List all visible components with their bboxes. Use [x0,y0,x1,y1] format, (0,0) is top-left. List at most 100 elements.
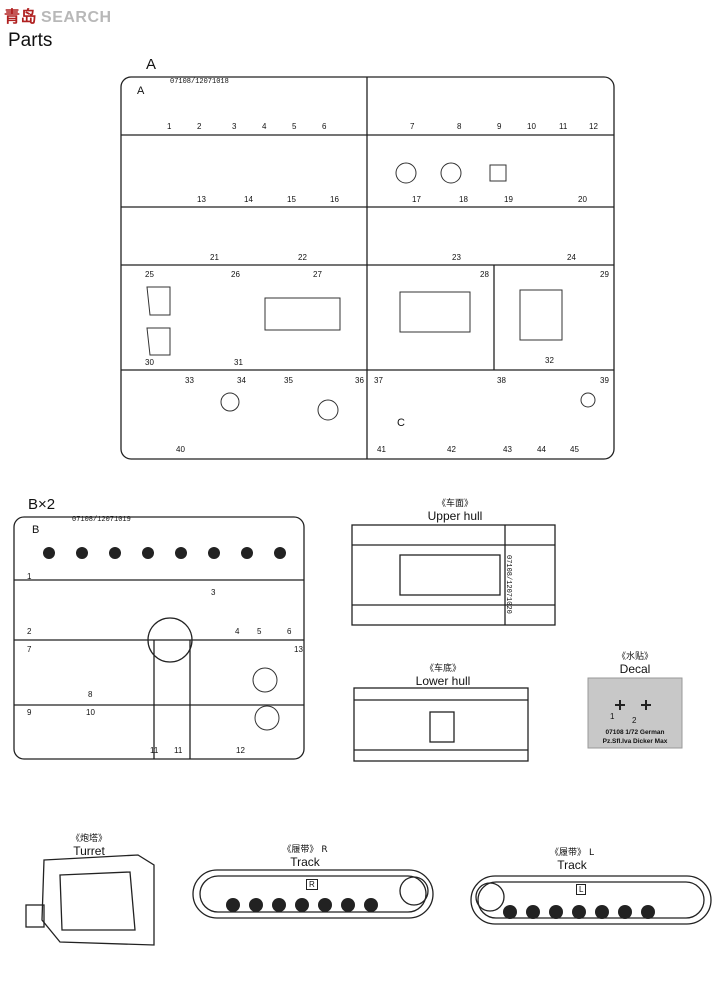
part-num: 29 [600,270,609,279]
part-num: 41 [377,445,386,454]
turret-outline [41,854,155,946]
track-r-cn-text: 《履带》 [282,845,319,855]
track-l-cn-text: 《履带》 [550,848,587,858]
track-l-en: Track [557,858,587,872]
watermark-en: SEARCH [41,9,112,26]
decal-line-2: Pz.Sfl.Iva Dicker Max [602,738,668,745]
part-num: 5 [257,627,262,636]
part-num: 19 [504,195,513,204]
part-num: 3 [232,122,237,131]
decal-caption: 07108 1/72 German Pz.Sfl.Iva Dicker Max [588,728,682,746]
decal-num: 1 [610,712,615,721]
track-l-label: 《履带》 L Track [527,845,617,872]
part-num: 10 [527,122,536,131]
sprue-a-tag: A [137,85,145,97]
part-num: 15 [287,195,296,204]
part-num: 6 [287,627,292,636]
track-r-cn: 《履带》 R [260,842,350,855]
part-num: 1 [167,122,172,131]
upper-hull-outline [351,524,556,626]
part-num: 1 [27,572,32,581]
part-num: 36 [355,376,364,385]
part-num: 37 [374,376,383,385]
part-num: 28 [480,270,489,279]
part-num: 39 [600,376,609,385]
part-num: 34 [237,376,246,385]
sprue-b-frame [13,516,305,760]
part-num: 40 [176,445,185,454]
sprue-b-tag: B [32,524,40,536]
sprue-a-letter: A [146,56,157,73]
part-num: 2 [27,627,32,636]
upper-hull-cn: 《车面》 [436,499,473,509]
lower-hull-cn: 《车底》 [424,664,461,674]
part-num: 20 [578,195,587,204]
part-num: 6 [322,122,327,131]
track-l-cn: 《履带》 L [527,845,617,858]
part-num: 13 [197,195,206,204]
part-num: 27 [313,270,322,279]
part-num: 42 [447,445,456,454]
part-num: 45 [570,445,579,454]
upper-hull-label: 《车面》 Upper hull [400,496,510,523]
part-num: 44 [537,445,546,454]
upper-hull-en: Upper hull [427,509,483,523]
part-num: 35 [284,376,293,385]
part-num: 5 [292,122,297,131]
page-title: Parts [8,30,53,51]
part-num: 33 [185,376,194,385]
turret-en: Turret [73,844,105,858]
part-num: 9 [497,122,502,131]
decal-line-1: 07108 1/72 German [605,729,665,736]
track-l-mark: L [576,884,587,895]
watermark-cn: 青岛 [4,7,38,26]
part-num: 24 [567,253,576,262]
decal-en: Decal [619,662,651,676]
track-l-suffix: L [588,848,594,858]
part-num: 12 [236,746,245,755]
turret-cn: 《炮塔》 [70,834,107,844]
part-num: 38 [497,376,506,385]
part-num: 30 [145,358,154,367]
track-r-outline [192,869,434,919]
decal-cn: 《水贴》 [616,652,653,662]
part-num: 22 [298,253,307,262]
track-r-label: 《履带》 R Track [260,842,350,869]
part-num: 11 [559,122,568,131]
sprue-a-sub-letter: C [397,417,405,429]
part-num: 8 [457,122,462,131]
track-r-mark: R [306,879,318,890]
decal-sheet [587,677,683,749]
lower-hull-en: Lower hull [415,674,471,688]
upper-hull-code: 07108/12071020 [504,555,512,614]
sprue-a-code: 07108/12071018 [170,78,229,86]
part-num: 23 [452,253,461,262]
track-l-outline [470,875,712,925]
part-num: 7 [27,645,32,654]
decal-label: 《水贴》 Decal [582,649,688,676]
part-num: 16 [330,195,339,204]
part-num: 3 [211,588,216,597]
part-num: 8 [88,690,93,699]
lower-hull-label: 《车底》 Lower hull [388,661,498,688]
decal-num: 2 [632,716,637,725]
part-num: 2 [197,122,202,131]
part-num: 17 [412,195,421,204]
part-num: 21 [210,253,219,262]
part-num: 10 [86,708,95,717]
part-num: 9 [27,708,32,717]
track-r-en: Track [290,855,320,869]
lower-hull-outline [353,687,529,762]
part-num: 18 [459,195,468,204]
part-num: 7 [410,122,415,131]
part-num: 11 [174,746,183,755]
sprue-b-letter: B×2 [28,496,56,513]
part-num: 4 [262,122,267,131]
part-num: 12 [589,122,598,131]
part-num: 25 [145,270,154,279]
part-num: 13 [294,645,303,654]
part-num: 43 [503,445,512,454]
track-r-suffix: R [321,845,328,855]
